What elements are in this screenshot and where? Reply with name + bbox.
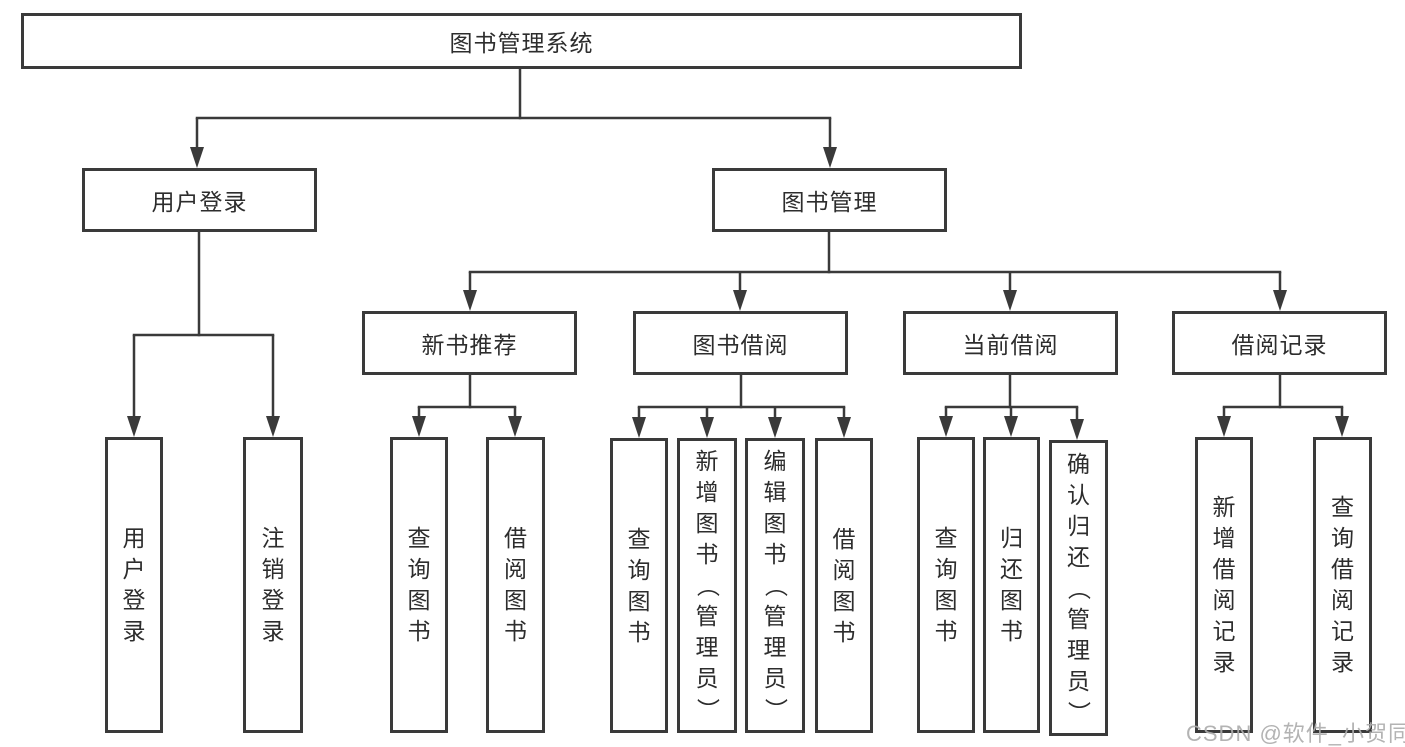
leaf-bb-edit-books-admin: 编辑图书（管理员） [745,438,805,733]
node-book-borrowing: 图书借阅 [633,311,848,375]
leaf-bb-borrow-books: 借阅图书 [815,438,873,733]
leaf-user-login: 用户登录 [105,437,163,733]
node-borrowing-records: 借阅记录 [1172,311,1387,375]
leaf-logout: 注销登录 [243,437,303,733]
leaf-nbr-borrow-books: 借阅图书 [486,437,545,733]
leaf-br-query-record: 查询借阅记录 [1313,437,1372,733]
leaf-br-add-record: 新增借阅记录 [1195,437,1253,733]
leaf-cb-confirm-return-admin: 确认归还（管理员） [1049,440,1108,736]
node-user-login: 用户登录 [82,168,317,232]
node-library-management-system: 图书管理系统 [21,13,1022,69]
node-new-book-recommendation: 新书推荐 [362,311,577,375]
leaf-cb-return-books: 归还图书 [983,437,1040,733]
leaf-nbr-query-books: 查询图书 [390,437,448,733]
leaf-bb-query-books: 查询图书 [610,438,668,733]
leaf-cb-query-books: 查询图书 [917,437,975,733]
node-book-management: 图书管理 [712,168,947,232]
node-current-borrowing: 当前借阅 [903,311,1118,375]
csdn-watermark: CSDN @软件_小贺同学 [1186,721,1405,746]
leaf-bb-add-books-admin: 新增图书（管理员） [677,438,737,733]
